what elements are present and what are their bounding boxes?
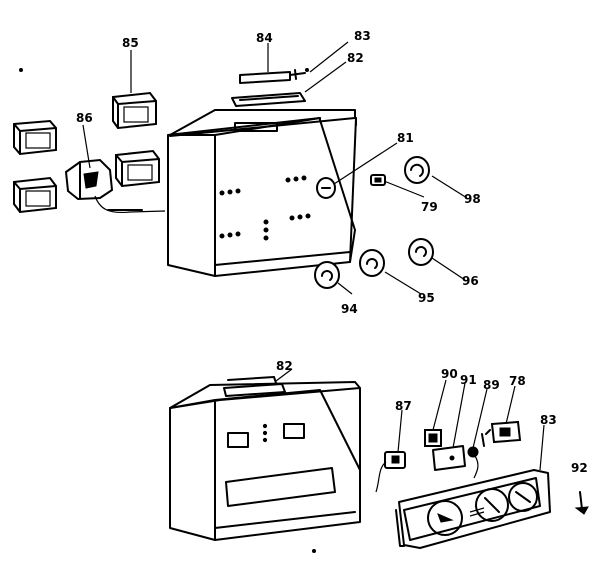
part-82-bracket [231, 92, 306, 107]
bottom-assembly [19, 68, 589, 553]
dial-left-icon [427, 500, 463, 536]
part-85-socket-right [115, 149, 160, 188]
callout-86: 86 [76, 111, 93, 125]
callout-83-bottom: 83 [540, 413, 557, 427]
callout-90: 90 [441, 367, 458, 381]
part-83-screw [289, 68, 309, 80]
part-94-knob [314, 261, 340, 289]
callout-87: 87 [395, 399, 412, 413]
mounting-holes [219, 175, 311, 241]
control-panel-housing-bottom [169, 381, 361, 541]
part-86-timer-motor [64, 158, 166, 214]
callout-95: 95 [418, 291, 435, 305]
dial-right-icon [508, 482, 538, 512]
callout-91: 91 [460, 373, 477, 387]
part-90-lamp [424, 429, 442, 447]
part-85-socket-top [112, 91, 157, 130]
leader-lines [82, 41, 545, 471]
part-91-plate [432, 445, 466, 471]
part-78-switch [481, 420, 522, 447]
part-92-screw [574, 491, 589, 515]
callout-98: 98 [464, 192, 481, 206]
top-assembly [13, 68, 434, 289]
callout-92: 92 [571, 461, 588, 475]
callout-82-top: 82 [347, 51, 364, 65]
part-89-socket [467, 446, 479, 479]
part-87-switch [375, 451, 406, 493]
callout-labels: 84 83 82 85 86 81 79 98 96 94 95 82 87 9… [76, 29, 588, 475]
part-85-socket-left-upper [13, 119, 57, 156]
part-83-control-panel [395, 469, 551, 549]
part-85-socket-left-lower [13, 176, 57, 214]
callout-78: 78 [509, 374, 526, 388]
part-95-knob [359, 249, 385, 277]
callout-81: 81 [397, 131, 414, 145]
part-79-switch [370, 174, 386, 186]
callout-96: 96 [462, 274, 479, 288]
part-98-knob [404, 156, 430, 184]
part-81-switch [316, 177, 336, 199]
callout-85: 85 [122, 36, 139, 50]
part-82-bracket-bottom [223, 376, 286, 397]
dial-middle-icon [475, 488, 509, 522]
callout-82-bottom: 82 [276, 359, 293, 373]
callout-84: 84 [256, 31, 273, 45]
part-96-knob [408, 238, 434, 266]
callout-89: 89 [483, 378, 500, 392]
callout-94: 94 [341, 302, 358, 316]
control-panel-housing-top [167, 109, 357, 277]
callout-83-top: 83 [354, 29, 371, 43]
callout-79: 79 [421, 200, 438, 214]
part-84-strip [239, 71, 291, 84]
